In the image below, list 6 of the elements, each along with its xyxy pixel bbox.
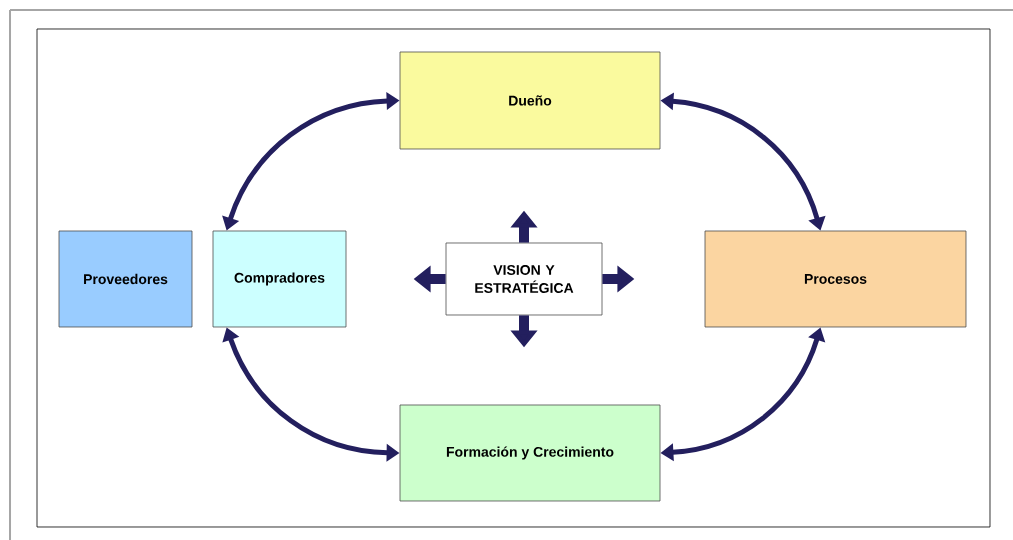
process-box: Proveedores [58, 230, 193, 328]
process-box: Dueño [399, 51, 661, 150]
process-box: Compradores [212, 230, 347, 328]
process-box: VISION Y ESTRATÉGICA [445, 242, 603, 316]
process-box: Formación y Crecimiento [399, 404, 661, 502]
process-box: Procesos [704, 230, 967, 328]
